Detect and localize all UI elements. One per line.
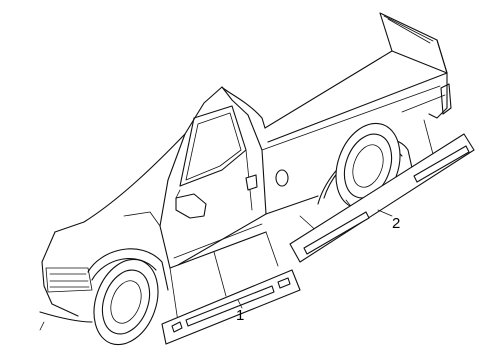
- callout-1: 1: [236, 299, 244, 324]
- callout-1-label: 1: [236, 307, 244, 324]
- callout-2: 2: [377, 209, 400, 232]
- molding-strip-1: [161, 269, 301, 345]
- callout-2-label: 2: [392, 215, 400, 232]
- molding-strip-2: [289, 133, 475, 263]
